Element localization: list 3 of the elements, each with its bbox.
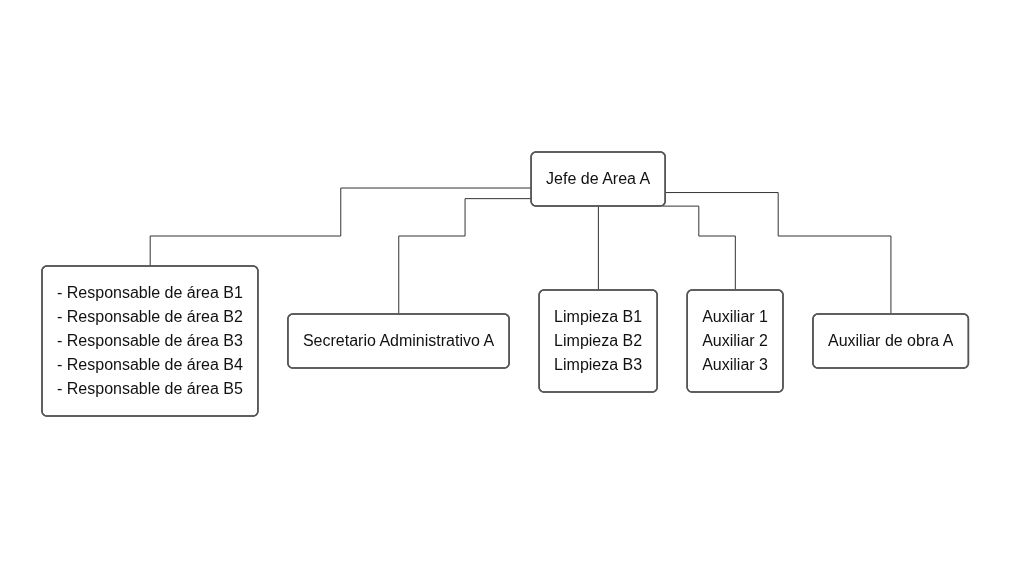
connector	[661, 205, 736, 291]
connector	[665, 192, 892, 315]
connector	[597, 206, 599, 291]
